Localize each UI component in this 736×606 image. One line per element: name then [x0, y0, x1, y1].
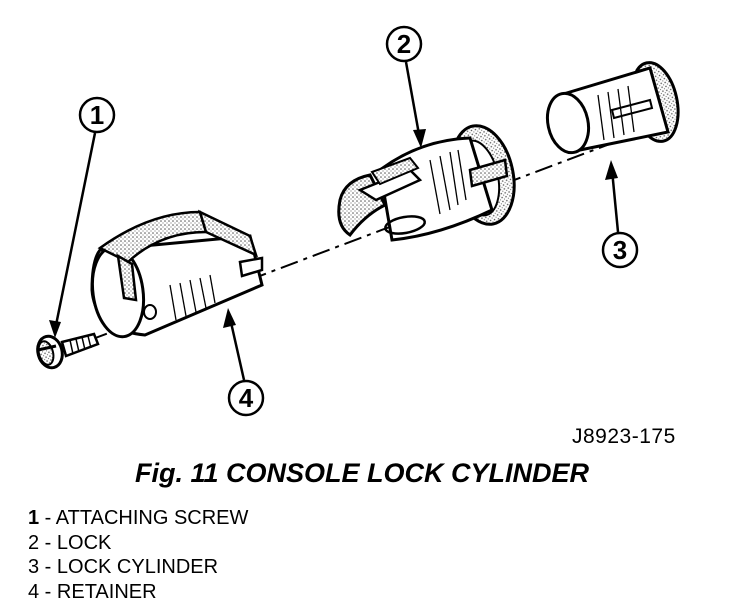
legend-label: RETAINER	[56, 580, 157, 603]
svg-text:4: 4	[239, 383, 254, 413]
lock-part	[337, 124, 516, 242]
svg-text:1: 1	[90, 100, 104, 130]
exploded-view-diagram: 1 2 3 4	[36, 25, 680, 417]
legend-number: 3	[28, 556, 40, 578]
lock-cylinder-part	[545, 61, 680, 155]
retainer-part	[90, 209, 264, 339]
callout-1: 1	[49, 96, 116, 338]
legend-label: LOCK	[56, 531, 112, 554]
legend-label: ATTACHING SCREW	[55, 507, 249, 529]
callout-4: 4	[223, 308, 265, 417]
svg-text:3: 3	[613, 235, 627, 265]
attaching-screw-part	[36, 332, 100, 370]
legend-label: LOCK CYLINDER	[56, 556, 219, 578]
legend-item: 1 - ATTACHING SCREW	[28, 506, 248, 531]
parts-legend: 1 - ATTACHING SCREW 2 - LOCK 3 - LOCK CY…	[28, 506, 248, 604]
legend-number: 4	[28, 580, 40, 603]
legend-number: 2	[28, 531, 40, 554]
legend-separator: -	[39, 531, 57, 554]
legend-item: 3 - LOCK CYLINDER	[28, 555, 248, 580]
legend-separator: -	[39, 507, 56, 529]
legend-item: 4 - RETAINER	[28, 580, 248, 605]
legend-number: 1	[28, 507, 40, 529]
legend-separator: -	[39, 556, 57, 578]
figure-code: J8923-175	[572, 425, 676, 448]
callout-3: 3	[601, 160, 639, 269]
callout-2: 2	[385, 25, 426, 148]
figure-title: Fig. 11 CONSOLE LOCK CYLINDER	[135, 458, 590, 488]
legend-separator: -	[39, 580, 57, 603]
svg-text:2: 2	[397, 29, 411, 59]
legend-item: 2 - LOCK	[28, 531, 248, 556]
